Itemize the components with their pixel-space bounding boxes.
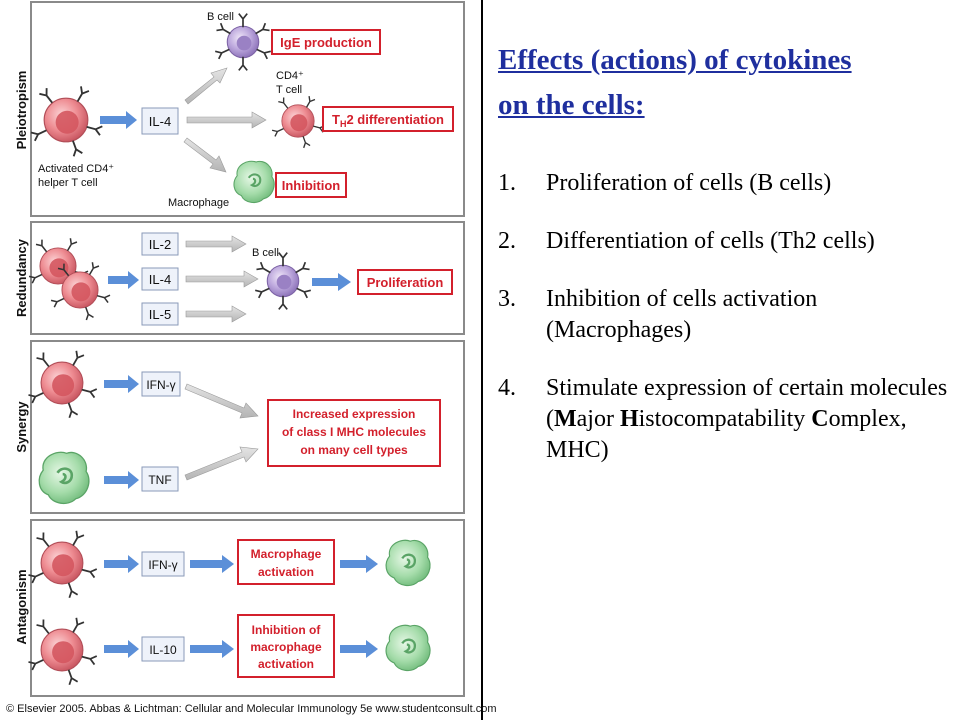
blue-arrow	[190, 555, 234, 573]
cytokine-il2-label: IL-2	[149, 237, 171, 252]
list-item-number: 4.	[498, 375, 516, 401]
cd4-label-line1: CD4⁺	[276, 70, 304, 82]
text-part: omplex, MHC)	[546, 406, 907, 463]
cytokine-tnf-label: TNF	[148, 473, 171, 487]
cytokine-il4-label: IL-4	[149, 272, 171, 287]
vertical-divider	[481, 0, 483, 720]
text-part-bold: H	[619, 406, 639, 432]
blue-arrow	[190, 640, 234, 658]
list-item-number: 2.	[498, 228, 516, 254]
effect-box-inhibition-of-activation	[237, 614, 335, 678]
list-item-number: 3.	[498, 286, 516, 312]
redundancy-bcell-label: B cell	[252, 247, 279, 259]
gray-arrow	[186, 111, 267, 129]
cytokine-diagram: Pleiotropism Redundancy Synergy Antagoni…	[14, 1, 465, 697]
gray-arrow	[183, 137, 227, 173]
effect-box-mhc	[267, 399, 441, 467]
gray-arrow	[184, 446, 259, 481]
list-item: 1. Proliferation of cells (B cells)	[498, 168, 953, 199]
cytokine-box-ifn-gamma	[141, 371, 181, 397]
cytokine-il10-label: IL-10	[149, 643, 177, 657]
section-label-antagonism: Antagonism	[14, 569, 29, 644]
macrophage-label: Macrophage	[168, 197, 229, 209]
list-item-number: 1.	[498, 170, 516, 196]
cd4-label-line2: T cell	[276, 84, 302, 96]
effect-box-inhibition	[275, 172, 347, 198]
gray-arrow	[185, 270, 259, 288]
cytokine-ifn-gamma-label: IFN-γ	[148, 558, 177, 572]
text-part-bold: C	[811, 406, 829, 432]
effect-mhc-line3: on many cell types	[300, 443, 408, 457]
list-item: 2. Differentiation of cells (Th2 cells)	[498, 226, 953, 257]
section-label-pleiotropism: Pleiotropism	[14, 71, 29, 150]
cytokine-il5-label: IL-5	[149, 307, 171, 322]
effect-box-proliferation	[357, 269, 453, 295]
list-item-text: Proliferation of cells (B cells)	[546, 170, 832, 196]
effect-inhibition-line2: macrophage	[250, 640, 322, 654]
effect-inhibition-line1: Inhibition of	[252, 623, 322, 637]
effect-inhibition: Inhibition	[282, 178, 341, 193]
cytokine-box-il4	[141, 267, 179, 291]
cytokine-il4-label: IL-4	[149, 114, 171, 129]
heading-line1: Effects (actions) of cytokines	[498, 44, 852, 76]
list-item: 3. Inhibition of cells activation (Macro…	[498, 284, 953, 346]
blue-arrow	[104, 471, 139, 489]
cytokine-box-il5	[141, 302, 179, 326]
cytokine-box-ifn-gamma	[141, 551, 185, 577]
blue-arrow	[104, 375, 139, 393]
text-panel: Effects (actions) of cytokines on the ce…	[498, 38, 953, 493]
section-label-redundancy: Redundancy	[14, 238, 29, 317]
bcell-label: B cell	[207, 11, 234, 23]
effects-list: 1. Proliferation of cells (B cells) 2. D…	[498, 168, 953, 466]
list-item: 4. Stimulate expression of certain molec…	[498, 373, 953, 466]
heading-line2: on the cells:	[498, 89, 645, 121]
effect-box-ige	[271, 29, 381, 55]
blue-arrow	[100, 111, 137, 129]
helper-t-cell-label-line1: Activated CD4⁺	[38, 163, 114, 175]
blue-arrow	[104, 555, 139, 573]
gray-arrow	[184, 67, 228, 105]
th2-subscript: H	[340, 119, 347, 129]
figure-caption: © Elsevier 2005. Abbas & Lichtman: Cellu…	[6, 703, 497, 715]
gray-arrow	[184, 383, 259, 419]
gray-arrow	[185, 305, 247, 323]
effect-macrophage-activation-line2: activation	[258, 565, 314, 579]
list-item-text: Stimulate expression of certain molecule…	[546, 375, 947, 463]
effect-macrophage-activation-line1: Macrophage	[251, 547, 322, 561]
cytokine-figure: Pleiotropism Redundancy Synergy Antagoni…	[14, 1, 465, 697]
text-part: ajor	[576, 406, 620, 432]
cytokine-box-tnf	[141, 466, 179, 492]
text-part: istocompatability	[638, 406, 812, 432]
th2-suffix: 2 differentiation	[346, 112, 444, 127]
cytokine-box-il10	[141, 636, 185, 662]
effect-box-th2	[322, 106, 454, 132]
heading: Effects (actions) of cytokines on the ce…	[498, 38, 953, 128]
effect-mhc-line1: Increased expression	[293, 407, 416, 421]
text-part: Stimulate expression of certain molecule…	[546, 375, 948, 432]
effect-inhibition-line3: activation	[258, 657, 314, 671]
blue-arrow	[312, 273, 351, 291]
blue-arrow	[340, 555, 378, 573]
blue-arrow	[340, 640, 378, 658]
blue-arrow	[104, 640, 139, 658]
effect-mhc-line2: of class I MHC molecules	[282, 425, 426, 439]
effect-proliferation: Proliferation	[367, 275, 444, 290]
list-item-text: Inhibition of cells activation (Macropha…	[546, 286, 818, 343]
effect-box-macrophage-activation	[237, 539, 335, 585]
section-label-synergy: Synergy	[14, 401, 29, 453]
effect-th2-differentiation: TH2 differentiation	[332, 112, 444, 129]
cytokine-box-il2	[141, 232, 179, 256]
blue-arrow	[108, 271, 139, 289]
text-part-bold: M	[554, 406, 577, 432]
effect-ige-production: IgE production	[280, 35, 372, 50]
list-item-text: Differentiation of cells (Th2 cells)	[546, 228, 875, 254]
helper-t-cell-label-line2: helper T cell	[38, 177, 98, 189]
th2-prefix: T	[332, 112, 340, 127]
cytokine-ifn-gamma-label: IFN-γ	[146, 378, 175, 392]
cytokine-box-il4	[141, 107, 179, 135]
gray-arrow	[185, 235, 247, 253]
